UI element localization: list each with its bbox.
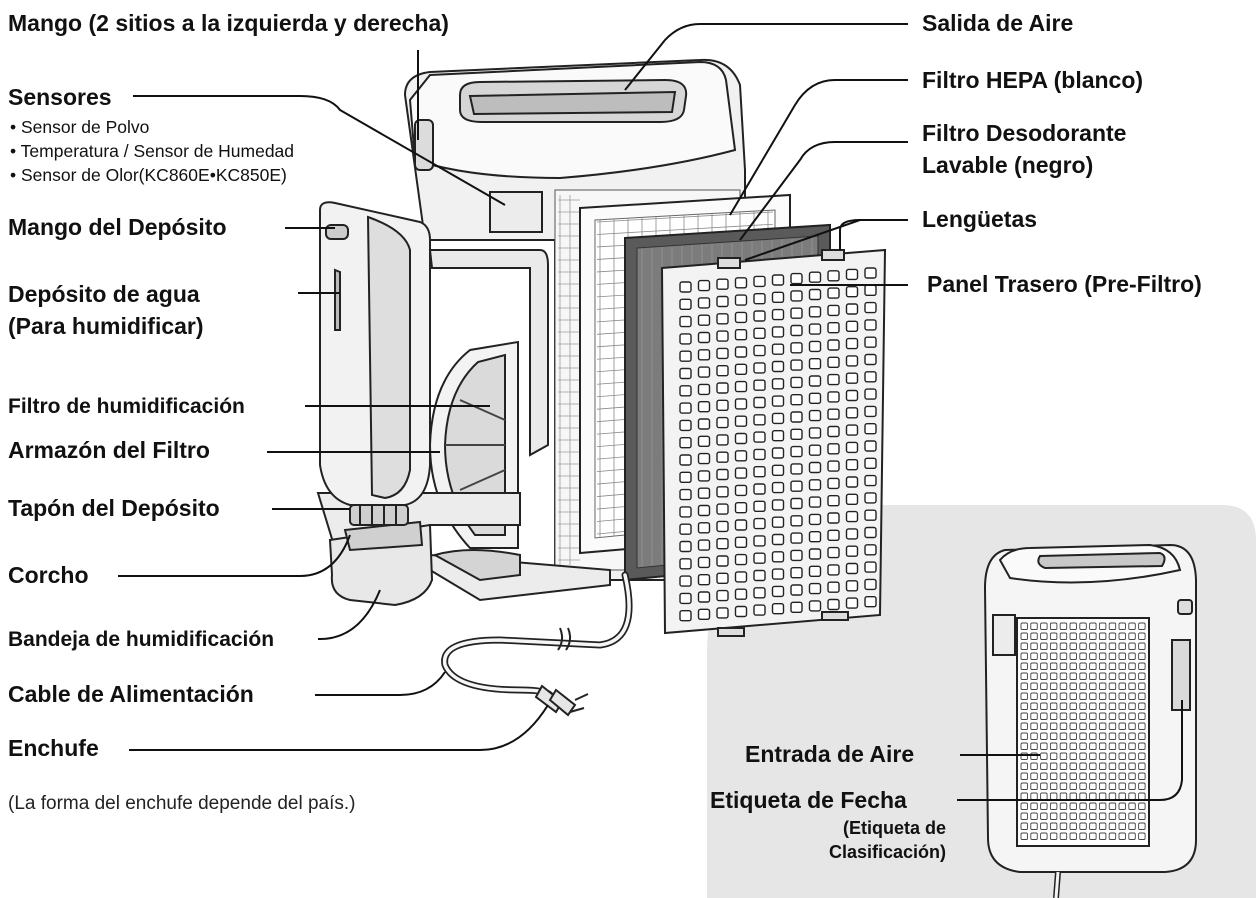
humidification-tray <box>328 520 434 607</box>
deodorizing-filter-label-2: Lavable (negro) <box>922 152 1094 178</box>
rear-panel-label: Panel Trasero (Pre-Filtro) <box>927 271 1202 297</box>
water-tank-label-2: (Para humidificar) <box>8 313 204 339</box>
hepa-filter-label: Filtro HEPA (blanco) <box>922 67 1144 93</box>
humidifying-filter-label: Filtro de humidificación <box>8 395 245 418</box>
water-tank <box>319 201 549 506</box>
sensors-title: Sensores <box>8 84 112 110</box>
date-label: Etiqueta de Fecha <box>710 787 907 813</box>
humidification-tray-label: Bandeja de humidificación <box>8 628 275 651</box>
leader-lines <box>118 23 1183 801</box>
filter-frame-label: Armazón del Filtro <box>8 437 210 463</box>
sensor-item-temp-humidity: • Temperatura / Sensor de Humedad <box>10 141 295 161</box>
plug <box>534 684 589 717</box>
air-inlet-label: Entrada de Aire <box>745 741 915 767</box>
sensor-item-odor: • Sensor de Olor(KC860E•KC850E) <box>10 165 287 185</box>
tank-cap-label: Tapón del Depósito <box>8 495 220 521</box>
rating-label-2: Clasificación) <box>828 842 946 862</box>
sensor-item-dust: • Sensor de Polvo <box>10 117 150 137</box>
tank-cap <box>349 504 409 526</box>
cork-label: Corcho <box>8 562 89 588</box>
rating-label-1: (Etiqueta de <box>842 818 946 838</box>
power-cord-label: Cable de Alimentación <box>8 681 254 707</box>
handle-label: Mango (2 sitios a la izquierda y derecha… <box>8 10 449 36</box>
tank-handle-label: Mango del Depósito <box>8 214 227 240</box>
plug-label: Enchufe <box>8 735 99 761</box>
plug-note: (La forma del enchufe depende del país.) <box>8 793 356 814</box>
deodorizing-filter-label-1: Filtro Desodorante <box>922 120 1127 146</box>
tabs-label: Lengüetas <box>922 206 1038 232</box>
water-tank-label-1: Depósito de agua <box>8 281 200 307</box>
air-outlet-label: Salida de Aire <box>922 10 1074 36</box>
